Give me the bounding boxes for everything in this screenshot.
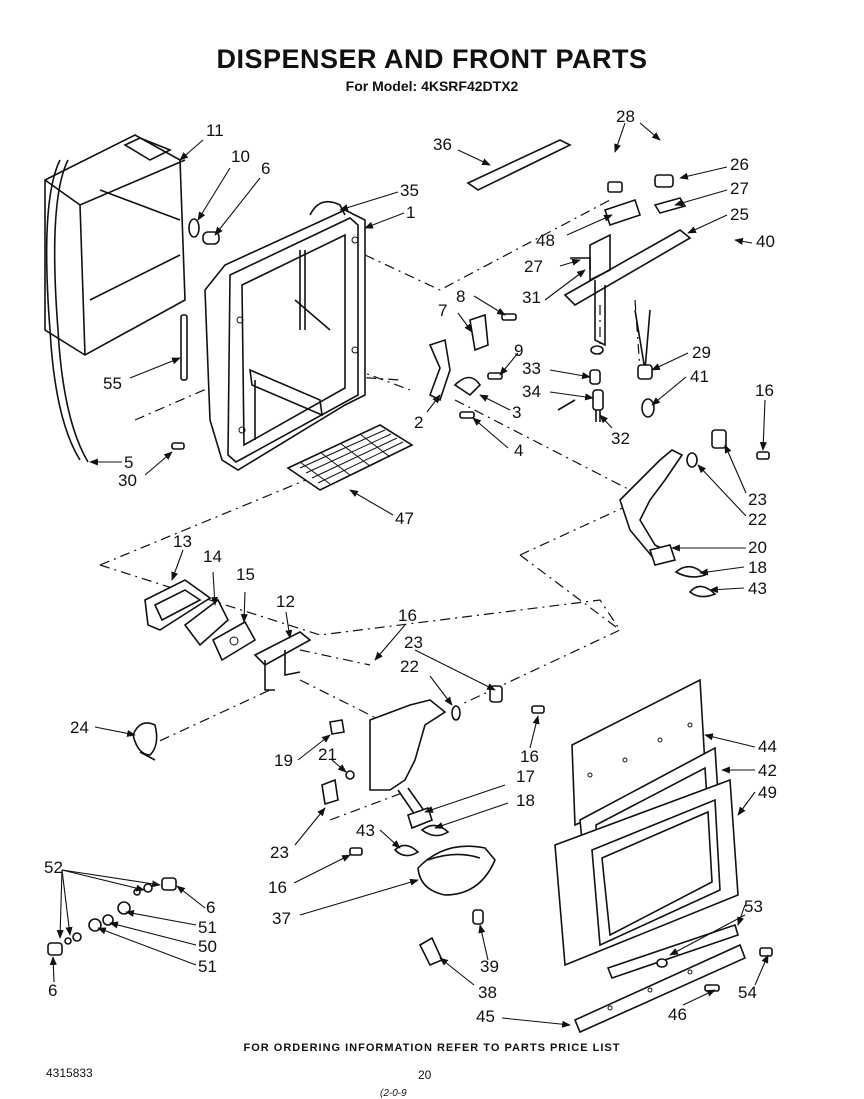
- callout-51: 51: [198, 918, 217, 937]
- top-trim-bar-part-36: [466, 139, 572, 191]
- callout-27: 27: [524, 257, 543, 276]
- callout-28: 28: [616, 107, 635, 126]
- callout-16: 16: [755, 381, 774, 400]
- callout-18: 18: [516, 791, 535, 810]
- callout-32: 32: [611, 429, 630, 448]
- page-number: 20: [418, 1068, 432, 1082]
- callout-51: 51: [198, 957, 217, 976]
- callout-17: 17: [516, 767, 535, 786]
- callout-47: 47: [395, 509, 414, 528]
- callout-6: 6: [48, 981, 57, 1000]
- callout-4: 4: [514, 441, 523, 460]
- callout-37: 37: [272, 909, 291, 928]
- callout-16: 16: [268, 878, 287, 897]
- leader-lines: [49, 122, 769, 1028]
- callout-36: 36: [433, 135, 452, 154]
- callout-24: 24: [70, 718, 89, 737]
- callout-52: 52: [44, 858, 63, 877]
- callout-38: 38: [478, 983, 497, 1002]
- callout-7: 7: [438, 301, 447, 320]
- callout-54: 54: [738, 983, 757, 1002]
- callout-46: 46: [668, 1005, 687, 1024]
- drip-grille-part-47: [286, 424, 414, 491]
- callout-23: 23: [748, 490, 767, 509]
- callout-50: 50: [198, 937, 217, 956]
- callout-26: 26: [730, 155, 749, 174]
- callout-6: 6: [261, 159, 270, 178]
- actuator-bracket-part-25: [563, 174, 692, 355]
- callout-22: 22: [400, 657, 419, 676]
- drip-tray-part-37: [417, 845, 496, 896]
- callout-25: 25: [730, 205, 749, 224]
- light-assembly-parts-13-15: [144, 579, 257, 662]
- drip-tray-clip-part-38: [418, 909, 484, 967]
- gasket-strip-part-55: [180, 314, 188, 381]
- callout-18: 18: [748, 558, 767, 577]
- model-subtitle: For Model: 4KSRF42DTX2: [345, 78, 519, 94]
- dispenser-housing-part-1: [204, 209, 366, 471]
- callout-19: 19: [274, 751, 293, 770]
- callout-10: 10: [231, 147, 250, 166]
- callout-43: 43: [356, 821, 375, 840]
- handwritten-mark: (2-0-9: [380, 1088, 407, 1099]
- lever-parts-cluster: [428, 313, 517, 419]
- callout-5: 5: [124, 453, 133, 472]
- front-panels-parts-42-44-49: [554, 678, 739, 967]
- callout-2: 2: [414, 413, 423, 432]
- callout-23: 23: [270, 843, 289, 862]
- screw-part-30: [171, 442, 185, 450]
- callout-12: 12: [276, 592, 295, 611]
- callout-45: 45: [476, 1007, 495, 1026]
- page-title: DISPENSER AND FRONT PARTS: [216, 44, 648, 74]
- callout-43: 43: [748, 579, 767, 598]
- callout-41: 41: [690, 367, 709, 386]
- callout-13: 13: [173, 532, 192, 551]
- callout-34: 34: [522, 382, 541, 401]
- ice-container-part-11: [44, 134, 186, 463]
- callout-8: 8: [456, 287, 465, 306]
- callout-9: 9: [514, 341, 523, 360]
- callout-14: 14: [203, 547, 222, 566]
- callout-11: 11: [206, 121, 224, 140]
- callout-35: 35: [400, 181, 419, 200]
- callout-31: 31: [522, 288, 541, 307]
- callout-15: 15: [236, 565, 255, 584]
- callout-22: 22: [748, 510, 767, 529]
- callout-30: 30: [118, 471, 137, 490]
- callout-20: 20: [748, 538, 767, 557]
- callout-33: 33: [522, 359, 541, 378]
- callout-21: 21: [318, 745, 337, 764]
- callout-16: 16: [520, 747, 539, 766]
- callout-6: 6: [206, 898, 215, 917]
- callout-labels: 11 10 6 35 1 36 28 26 27 48 25 27 40 31 …: [44, 107, 777, 1026]
- callout-55: 55: [103, 374, 122, 393]
- callout-40: 40: [756, 232, 775, 251]
- callout-29: 29: [692, 343, 711, 362]
- switch-part-29: [634, 309, 655, 418]
- ordering-note: FOR ORDERING INFORMATION REFER TO PARTS …: [243, 1042, 621, 1054]
- mounting-bracket-part-12: [253, 631, 312, 691]
- callout-48: 48: [536, 231, 555, 250]
- callout-44: 44: [758, 737, 777, 756]
- cube-lever-part-20: [619, 429, 770, 598]
- callout-39: 39: [480, 957, 499, 976]
- callout-16: 16: [398, 606, 417, 625]
- callout-3: 3: [512, 403, 521, 422]
- callout-42: 42: [758, 761, 777, 780]
- callout-1: 1: [406, 203, 415, 222]
- water-lever-part-17: [321, 685, 545, 857]
- callout-49: 49: [758, 783, 777, 802]
- sleeve-part-10: [188, 218, 220, 245]
- light-socket-part-24: [132, 722, 158, 761]
- callout-27: 27: [730, 179, 749, 198]
- document-number: 4315833: [46, 1066, 93, 1080]
- callout-53: 53: [744, 897, 763, 916]
- callout-23: 23: [404, 633, 423, 652]
